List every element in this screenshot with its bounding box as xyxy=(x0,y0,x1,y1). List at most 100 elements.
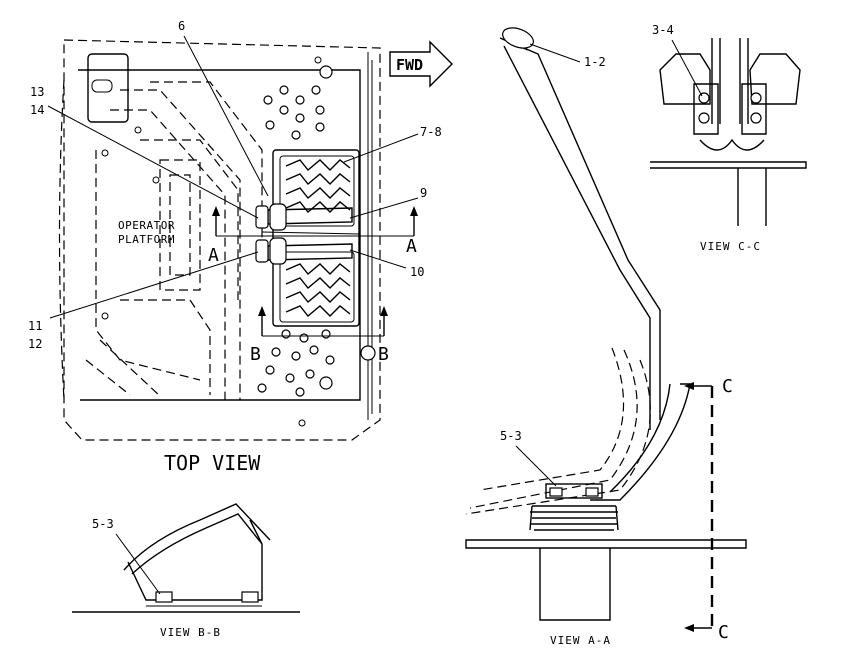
cc-lever-left xyxy=(711,38,721,124)
section-c-top-label: C xyxy=(722,376,733,397)
fwd-label: FWD xyxy=(396,56,423,74)
section-c-bottom-label: C xyxy=(718,622,729,643)
callout-7-8: 7-8 xyxy=(420,125,442,139)
section-a-right-label: A xyxy=(406,236,417,257)
bb-bolt xyxy=(155,591,173,603)
leader-13-14 xyxy=(47,105,259,219)
top-view-outline xyxy=(63,39,381,441)
floor-plate xyxy=(78,69,361,401)
view-cc-title: VIEW C-C xyxy=(700,240,761,253)
platform-rib xyxy=(95,150,201,381)
view-aa-title: VIEW A-A xyxy=(550,634,611,647)
callout-11: 11 xyxy=(28,319,42,333)
arrow-head xyxy=(212,206,220,216)
aa-leader-1-2 xyxy=(529,43,581,63)
aa-lever-position xyxy=(469,349,638,509)
leader-6 xyxy=(183,35,269,197)
arrow-head xyxy=(684,624,694,632)
aa-lever-rod-left xyxy=(503,45,651,430)
cc-block-left xyxy=(693,83,719,135)
section-b-right-label: B xyxy=(378,344,389,365)
aa-lever-position xyxy=(465,359,651,515)
aa-bolt xyxy=(585,487,599,497)
callout-13: 13 xyxy=(30,85,44,99)
top-view-left-edge xyxy=(58,79,65,401)
cc-bolt xyxy=(750,112,762,124)
callout-10: 10 xyxy=(410,265,424,279)
hole xyxy=(152,176,160,184)
aa-knob xyxy=(502,27,534,49)
top-view: OPERATOR PLATFORM A A B B 6 13 14 7-8 9 … xyxy=(28,19,453,475)
view-bb-title: VIEW B-B xyxy=(160,626,221,639)
bb-cover xyxy=(123,503,271,571)
platform-label-line2: PLATFORM xyxy=(118,233,175,246)
callout-12: 12 xyxy=(28,337,42,351)
view-bb: 5-3 VIEW B-B xyxy=(72,503,300,639)
aa-bolt xyxy=(549,487,563,497)
cc-lever-right xyxy=(739,38,749,124)
bolt-cluster-top xyxy=(263,65,333,140)
aa-callout-1-2: 1-2 xyxy=(584,55,606,69)
hole xyxy=(101,312,109,320)
platform-rib xyxy=(140,139,239,300)
leader-11-12 xyxy=(49,251,259,319)
aa-lever-rod xyxy=(509,41,661,420)
cc-bracket-left xyxy=(659,53,711,105)
aa-lever-right xyxy=(590,383,691,501)
platform-rib xyxy=(120,299,211,395)
bb-bolt xyxy=(241,591,259,603)
aa-boot xyxy=(529,505,619,531)
leader-9 xyxy=(349,197,419,219)
section-a-left-label: A xyxy=(208,245,219,266)
platform-rib xyxy=(99,339,161,397)
control-console xyxy=(255,149,361,327)
bolt-cluster-bottom xyxy=(257,329,376,397)
hole xyxy=(298,419,306,427)
section-b-left-label: B xyxy=(250,344,261,365)
bb-cover-inner xyxy=(131,513,263,575)
platform-rib xyxy=(159,159,201,291)
platform-rib xyxy=(110,109,226,400)
callout-14: 14 xyxy=(30,103,44,117)
bracket-top-left xyxy=(87,53,129,123)
aa-leader-5-3 xyxy=(515,445,557,487)
top-view-title: TOP VIEW xyxy=(164,451,261,475)
arrow-head xyxy=(380,306,388,316)
leader-10 xyxy=(349,249,407,269)
bracket-slot xyxy=(91,79,113,93)
platform-rib xyxy=(150,81,263,260)
callout-6: 6 xyxy=(178,19,185,33)
arrow-head xyxy=(258,306,266,316)
platform-rib xyxy=(120,89,241,400)
arrow-head xyxy=(410,206,418,216)
leader-7-8 xyxy=(343,133,419,163)
cc-boots xyxy=(699,138,765,151)
fwd-arrow xyxy=(389,40,453,88)
cc-bolt xyxy=(698,112,710,124)
aa-callout-5-3: 5-3 xyxy=(500,429,522,443)
aa-pivot xyxy=(545,483,603,499)
cc-leader-3-4 xyxy=(671,39,703,97)
view-aa: 1-2 5-3 C C VIEW A-A xyxy=(465,27,747,647)
cc-bolt xyxy=(698,92,710,104)
bb-bracket xyxy=(127,519,263,601)
callout-9: 9 xyxy=(420,186,427,200)
bb-callout-5-3: 5-3 xyxy=(92,517,114,531)
arrow-head xyxy=(684,382,694,390)
cc-block-right xyxy=(741,83,767,135)
cc-bracket-right xyxy=(749,53,801,105)
platform-label-line1: OPERATOR xyxy=(118,219,175,232)
bb-leader-5-3 xyxy=(115,533,161,595)
cc-housing xyxy=(737,168,767,226)
platform-rib xyxy=(169,174,191,276)
platform-rib xyxy=(85,359,131,396)
cc-floor xyxy=(650,161,807,169)
hole xyxy=(314,56,322,64)
hole xyxy=(101,149,109,157)
aa-housing xyxy=(539,548,611,621)
hole xyxy=(134,126,142,134)
view-cc: 3-4 VIEW C-C xyxy=(650,23,807,253)
cc-bolt xyxy=(750,92,762,104)
aa-lever-position xyxy=(479,347,625,491)
